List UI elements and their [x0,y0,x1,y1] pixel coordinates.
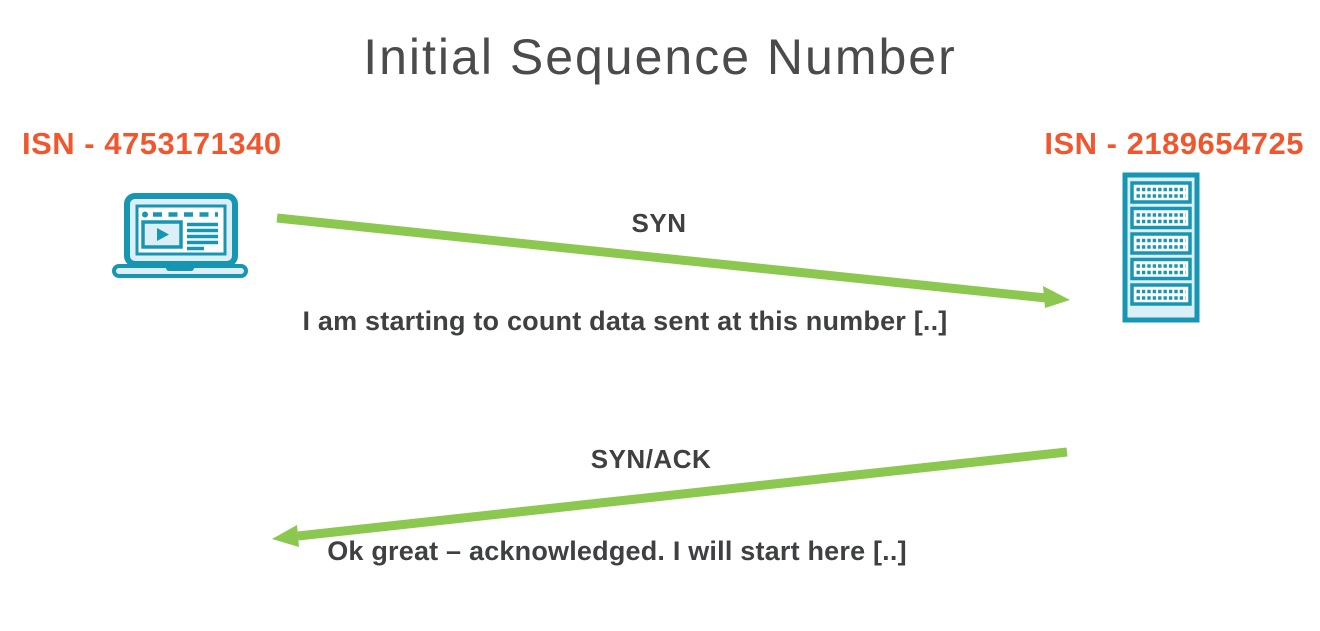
server-icon [1122,172,1200,323]
syn-ack-message-label: SYN/ACK [590,444,712,474]
page-title: Initial Sequence Number [363,29,957,85]
server-isn-label: ISN - 2189654725 [1044,126,1304,161]
syn-message-label: SYN [631,208,687,238]
client-isn-label: ISN - 4753171340 [22,126,282,161]
syn-message-note: I am starting to count data sent at this… [302,306,948,336]
laptop-icon [112,193,248,278]
syn-ack-message-note: Ok great – acknowledged. I will start he… [327,536,907,566]
